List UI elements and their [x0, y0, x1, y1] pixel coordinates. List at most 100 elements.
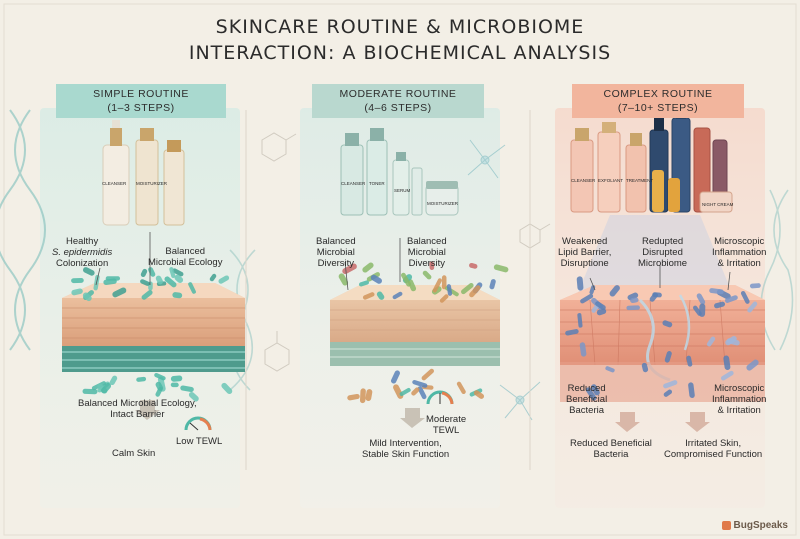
bacterium	[155, 381, 164, 391]
brand-icon	[721, 521, 731, 530]
bacterium	[155, 275, 164, 285]
moderate-label-tewl: Moderate TEWL	[426, 414, 467, 436]
bacterium	[172, 268, 184, 277]
bottle-label: CLEANSER	[571, 178, 596, 183]
banner-simple-title: SIMPLE ROUTINE	[93, 88, 189, 100]
banner-simple-steps: (1–3 STEPS)	[107, 102, 175, 114]
bacterium	[359, 388, 366, 404]
bacterium	[565, 329, 579, 336]
bottle-label: EXFOLIANT	[598, 178, 624, 183]
bacterium	[140, 279, 150, 286]
bacterium	[489, 279, 496, 290]
bacterium	[392, 291, 403, 300]
bacterium	[456, 381, 466, 395]
bacterium	[664, 351, 672, 363]
moderate-label-diversity-right: Balanced Microbial Diversity	[407, 236, 447, 269]
bacterium	[141, 290, 153, 300]
bacterium	[411, 387, 420, 396]
simple-tewl-gauge	[184, 416, 212, 431]
banner-complex-steps: (7–10+ STEPS)	[617, 102, 699, 114]
bacterium	[746, 359, 759, 371]
bacterium	[390, 370, 400, 384]
bacterium	[429, 261, 435, 270]
simple-bacteria-group	[71, 267, 233, 402]
simple-label-result: Calm Skin	[112, 448, 156, 459]
bacterium	[591, 384, 600, 396]
bacterium	[71, 277, 84, 284]
bacterium	[218, 275, 230, 284]
brand-name: BugSpeaks	[733, 520, 788, 531]
complex-label-inflammation-low: Microscopic Inflammation & Irritation	[712, 383, 767, 416]
bacterium	[585, 387, 597, 401]
bacterium	[105, 276, 121, 281]
bacterium	[180, 385, 194, 393]
bacterium	[209, 273, 217, 282]
complex-products	[570, 110, 733, 213]
bacterium	[112, 287, 127, 298]
bacterium	[82, 292, 92, 302]
bacterium	[720, 370, 734, 381]
bacterium	[432, 278, 442, 293]
bacterium	[724, 295, 738, 303]
bacterium	[662, 320, 673, 328]
banner-moderate-steps: (4–6 STEPS)	[364, 102, 432, 114]
complex-light-beam	[575, 215, 735, 300]
bacterium	[347, 393, 360, 401]
bacterium	[686, 355, 693, 367]
simple-label-ecology: Balanced Microbial Ecology	[148, 246, 223, 268]
bacterium	[663, 389, 673, 397]
bacterium	[441, 275, 447, 290]
bacterium	[101, 382, 112, 394]
bacterium	[362, 262, 374, 273]
bacterium	[399, 387, 411, 397]
bacterium	[164, 276, 177, 288]
bacterium	[170, 375, 183, 382]
dna-helix-left	[0, 109, 46, 351]
title-line-2: INTERACTION: A BIOCHEMICAL ANALYSIS	[188, 42, 612, 64]
bacterium	[365, 389, 373, 402]
bacterium	[577, 313, 583, 328]
bottle-label: TONER	[369, 181, 385, 186]
bacterium	[140, 268, 148, 277]
bacterium	[358, 280, 369, 287]
moderate-label-result: Mild Intervention, Stable Skin Function	[362, 438, 450, 460]
bacterium	[688, 382, 695, 398]
banner-moderate-title: MODERATE ROUTINE	[339, 88, 457, 100]
bacterium	[473, 390, 485, 399]
simple-label-colonization: Healthy S. epidermidis Colonization	[52, 236, 113, 269]
title-line-1: SKINCARE ROUTINE & MICROBIOME	[215, 16, 585, 38]
simple-skin-section	[62, 283, 245, 372]
bacterium	[439, 294, 449, 303]
bacterium	[422, 270, 432, 280]
complex-label-result-right: Irritated Skin, Compromised Function	[664, 438, 763, 460]
complex-label-result-left: Reduced Beneficial Bacteria	[570, 438, 652, 460]
bacterium	[699, 303, 706, 317]
bacterium	[630, 297, 639, 303]
banner-moderate-routine: MODERATE ROUTINE (4–6 STEPS)	[312, 84, 484, 118]
bacterium	[170, 382, 179, 388]
complex-label-bacteria-low: Reduced Beneficial Bacteria	[566, 383, 608, 416]
bacterium	[627, 292, 639, 301]
bottle-label: NIGHT CREAM	[702, 202, 734, 207]
bacterium	[401, 272, 411, 287]
bacterium	[580, 293, 594, 304]
page-title: SKINCARE ROUTINE & MICROBIOME INTERACTIO…	[0, 14, 800, 66]
bacterium	[493, 264, 509, 273]
bacterium	[626, 305, 640, 311]
bacterium	[83, 267, 95, 276]
complex-label-lipid-barrier: Weakened Lipid Barrier, Disruptione	[558, 236, 612, 269]
bacterium	[649, 292, 659, 302]
bottle-label: CLEANSER	[341, 181, 366, 186]
bacterium	[174, 274, 184, 283]
bacterium	[169, 267, 176, 279]
banner-complex-routine: COMPLEX ROUTINE (7–10+ STEPS)	[572, 84, 744, 118]
bottle-label: MOISTURIZER	[427, 201, 458, 206]
bacterium	[172, 292, 183, 299]
bacterium	[725, 335, 737, 346]
bacterium	[469, 285, 481, 298]
simple-label-barrier: Balanced Microbial Ecology, Intact Barri…	[78, 398, 197, 420]
moderate-arrows	[344, 238, 425, 428]
bacterium	[370, 274, 382, 284]
simple-label-tewl: Low TEWL	[176, 436, 223, 447]
bacterium	[596, 308, 607, 316]
